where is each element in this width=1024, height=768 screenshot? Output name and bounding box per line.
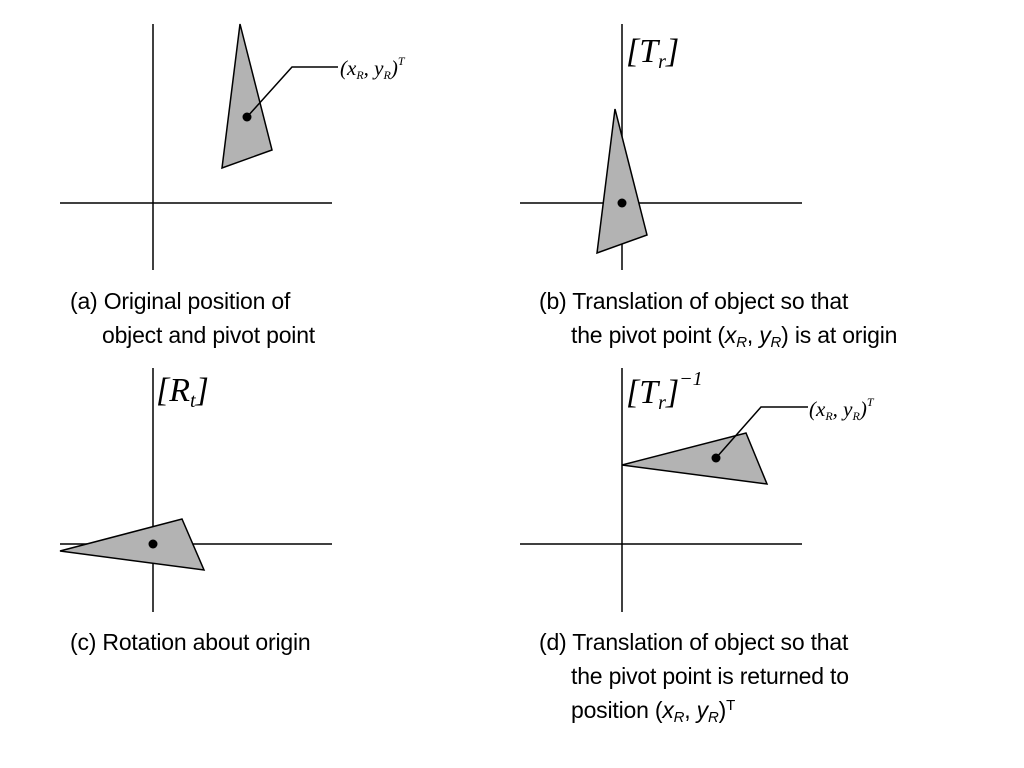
panel-a-triangle: [221, 23, 273, 170]
panel-d-caption-line1: (d) Translation of object so that: [539, 629, 849, 655]
panel-d-leader-line: [715, 406, 808, 459]
panel-d-caption-line3: position (xR, yR)T: [571, 697, 736, 726]
panel-a-leader-line: [246, 66, 338, 118]
panel-c-caption: (c) Rotation about origin: [70, 625, 311, 659]
panel-d-triangle: [621, 432, 769, 485]
panel-a: (xR, yR)T: [60, 23, 406, 270]
panel-b: [Tr]: [520, 24, 802, 270]
panel-a-caption-line2: object and pivot point: [102, 322, 315, 348]
panel-d: (xR, yR)T [Tr]−1: [520, 368, 875, 612]
panel-c-triangle: [59, 518, 206, 571]
panel-d-caption: (d) Translation of object so that the pi…: [539, 625, 849, 727]
panel-b-pivot-point: [617, 198, 627, 208]
panel-c-caption-line1: (c) Rotation about origin: [70, 629, 311, 655]
panel-b-triangle: [596, 108, 648, 255]
panel-c: [Rt]: [59, 368, 332, 612]
panel-d-caption-line2: the pivot point is returned to: [571, 663, 849, 689]
panel-b-matrix-label: [Tr]: [626, 33, 679, 73]
panel-c-matrix-label: [Rt]: [156, 372, 209, 412]
panel-d-matrix-label: [Tr]−1: [626, 368, 703, 414]
panel-a-point-label: (xR, yR)T: [340, 54, 406, 82]
panel-a-caption: (a) Original position of object and pivo…: [70, 284, 315, 352]
panel-b-caption-line1: (b) Translation of object so that: [539, 288, 849, 314]
panel-b-caption-line2: the pivot point (xR, yR) is at origin: [571, 322, 898, 351]
panel-c-pivot-point: [148, 539, 158, 549]
panel-a-caption-line1: (a) Original position of: [70, 288, 291, 314]
panel-b-caption: (b) Translation of object so that the pi…: [539, 284, 897, 352]
panel-d-point-label: (xR, yR)T: [809, 395, 875, 423]
